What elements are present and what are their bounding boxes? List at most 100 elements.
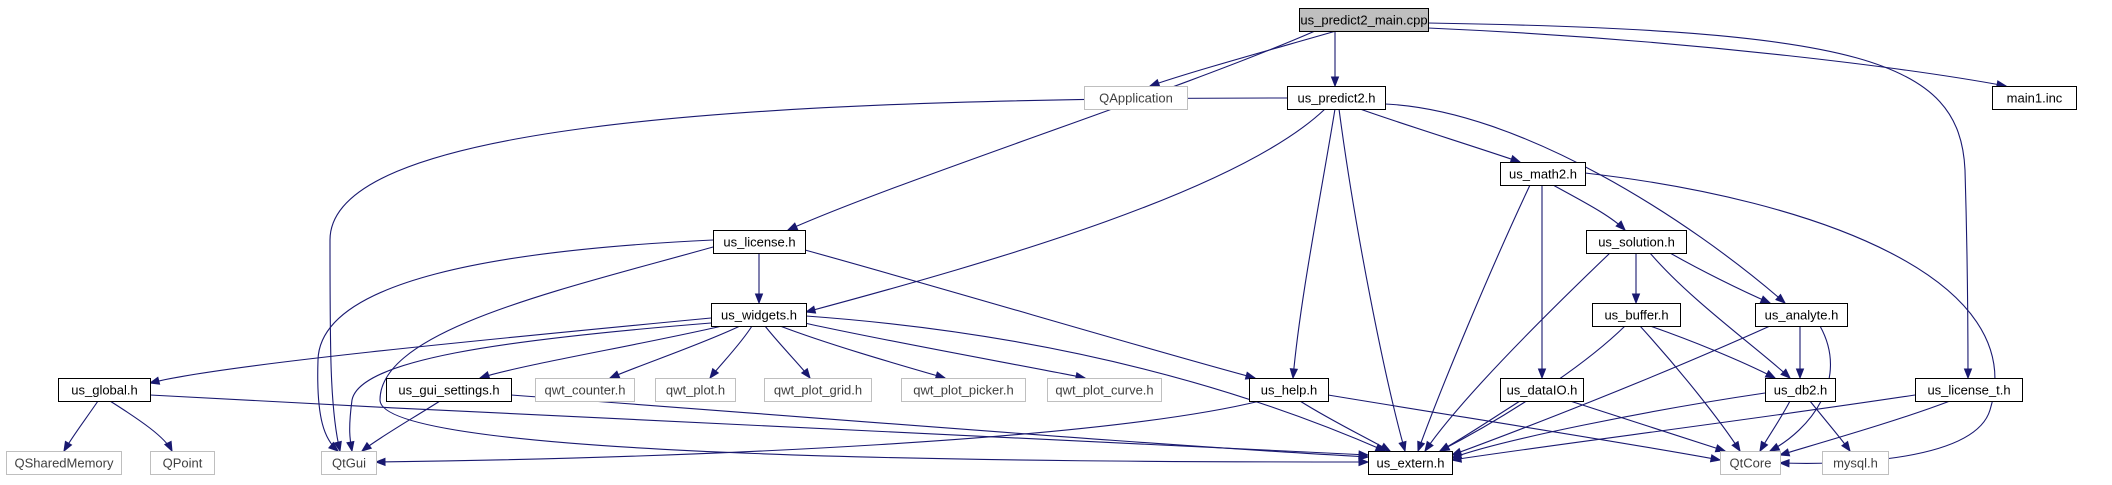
edges-layer	[63, 22, 2008, 468]
edge-global-to-qpoint	[109, 400, 173, 453]
node-box	[1287, 86, 1386, 110]
node-label: QSharedMemory	[15, 456, 114, 471]
edge-line	[1439, 400, 1521, 452]
edge-line	[805, 315, 1386, 452]
edge-line	[1417, 184, 1531, 452]
edge-arrowhead	[1780, 368, 1792, 379]
edge-math2-to-solution	[1552, 184, 1626, 231]
edge-arrowhead	[1450, 454, 1463, 463]
edge-arrowhead	[148, 376, 161, 385]
node-qapp: QApplication	[1084, 86, 1188, 110]
edge-root-to-licenset	[1427, 22, 1973, 380]
node-qwtplot: qwt_plot.h	[655, 378, 736, 402]
node-label: us_extern.h	[1377, 456, 1445, 471]
node-box	[711, 303, 807, 327]
node-predict2[interactable]: us_predict2.h	[1287, 86, 1386, 110]
node-help[interactable]: us_help.h	[1249, 378, 1329, 402]
node-box	[1765, 378, 1836, 402]
node-box	[321, 451, 377, 475]
node-root[interactable]: us_predict2_main.cpp	[1299, 8, 1429, 32]
node-dataio[interactable]: us_dataIO.h	[1500, 378, 1584, 402]
edge-solution-to-analyte	[1669, 252, 1772, 304]
node-label: us_license.h	[723, 235, 795, 250]
edge-root-to-qapp	[1148, 30, 1337, 87]
node-label: us_predict2_main.cpp	[1300, 13, 1427, 28]
edge-arrowhead	[1631, 293, 1641, 305]
edge-license-to-extern	[379, 246, 1370, 467]
edge-line	[329, 97, 1288, 452]
node-box	[1915, 378, 2023, 402]
node-label: qwt_plot_grid.h	[774, 383, 862, 398]
edge-math2-to-extern	[1417, 184, 1531, 453]
node-label: mysql.h	[1833, 456, 1878, 471]
edge-dataio-to-extern	[1438, 400, 1521, 452]
node-guisettings[interactable]: us_gui_settings.h	[386, 378, 512, 402]
edge-line	[1451, 392, 1766, 459]
node-box	[535, 378, 635, 402]
edge-solution-to-db2	[1649, 252, 1792, 379]
edge-widgets-to-qwtplot	[709, 325, 753, 380]
edge-root-to-main1	[1427, 27, 2008, 89]
edge-line	[1292, 108, 1336, 379]
edge-predict2-to-math2	[1359, 108, 1522, 163]
node-box	[1047, 378, 1162, 402]
edge-predict2-to-qtgui	[329, 97, 1288, 453]
edge-licenset-to-extern	[1450, 394, 1916, 463]
node-licenset[interactable]: us_license_t.h	[1915, 378, 2023, 402]
edge-arrowhead	[1289, 368, 1299, 380]
edge-line	[1451, 325, 1771, 456]
node-box	[1592, 303, 1681, 327]
node-box	[1368, 451, 1453, 475]
node-box	[713, 230, 806, 254]
edge-math2-to-dataio	[1537, 184, 1547, 380]
node-box	[1299, 8, 1429, 32]
edge-arrowhead	[1841, 440, 1851, 453]
edge-arrowhead	[1424, 440, 1434, 453]
edge-arrowhead	[346, 440, 355, 453]
node-global[interactable]: us_global.h	[58, 378, 151, 402]
node-math2[interactable]: us_math2.h	[1500, 162, 1586, 186]
edge-arrowhead	[1795, 368, 1805, 380]
node-qwtplotcurve: qwt_plot_curve.h	[1047, 378, 1162, 402]
node-widgets[interactable]: us_widgets.h	[711, 303, 807, 327]
edge-arrowhead	[328, 441, 340, 452]
node-license[interactable]: us_license.h	[713, 230, 806, 254]
edge-arrowhead	[1775, 293, 1787, 304]
node-box	[1586, 230, 1687, 254]
edge-line	[317, 239, 714, 452]
edge-arrowhead	[804, 305, 817, 314]
node-label: us_db2.h	[1774, 383, 1828, 398]
edge-license-to-help	[804, 249, 1257, 380]
node-db2[interactable]: us_db2.h	[1765, 378, 1836, 402]
edge-arrowhead	[478, 371, 491, 380]
edge-arrowhead	[800, 367, 811, 380]
edge-line	[1809, 400, 1851, 452]
edge-line	[1669, 252, 1771, 304]
node-solution[interactable]: us_solution.h	[1586, 230, 1687, 254]
node-label: QPoint	[163, 456, 203, 471]
node-qpoint: QPoint	[150, 451, 215, 475]
node-label: us_solution.h	[1598, 235, 1675, 250]
node-label: qwt_plot.h	[666, 383, 725, 398]
node-buffer[interactable]: us_buffer.h	[1592, 303, 1681, 327]
edge-line	[1639, 325, 1741, 452]
edge-arrowhead	[934, 371, 947, 380]
edge-line	[1384, 103, 1786, 304]
node-extern[interactable]: us_extern.h	[1368, 451, 1453, 475]
node-label: QtGui	[332, 456, 366, 471]
node-main1[interactable]: main1.inc	[1992, 86, 2077, 110]
edge-arrowhead	[63, 440, 73, 453]
edge-line	[510, 394, 1369, 458]
edge-help-to-extern	[1299, 400, 1392, 452]
edge-analyte-to-db2	[1795, 325, 1805, 380]
node-box	[1084, 86, 1188, 110]
node-qwtcounter: qwt_counter.h	[535, 378, 635, 402]
edge-line	[379, 246, 1369, 463]
node-label: us_widgets.h	[721, 308, 797, 323]
edge-line	[1299, 400, 1391, 452]
edge-arrowhead	[1714, 444, 1727, 453]
node-analyte[interactable]: us_analyte.h	[1755, 303, 1848, 327]
edge-solution-to-buffer	[1631, 253, 1641, 305]
node-label: qwt_plot_curve.h	[1055, 383, 1153, 398]
